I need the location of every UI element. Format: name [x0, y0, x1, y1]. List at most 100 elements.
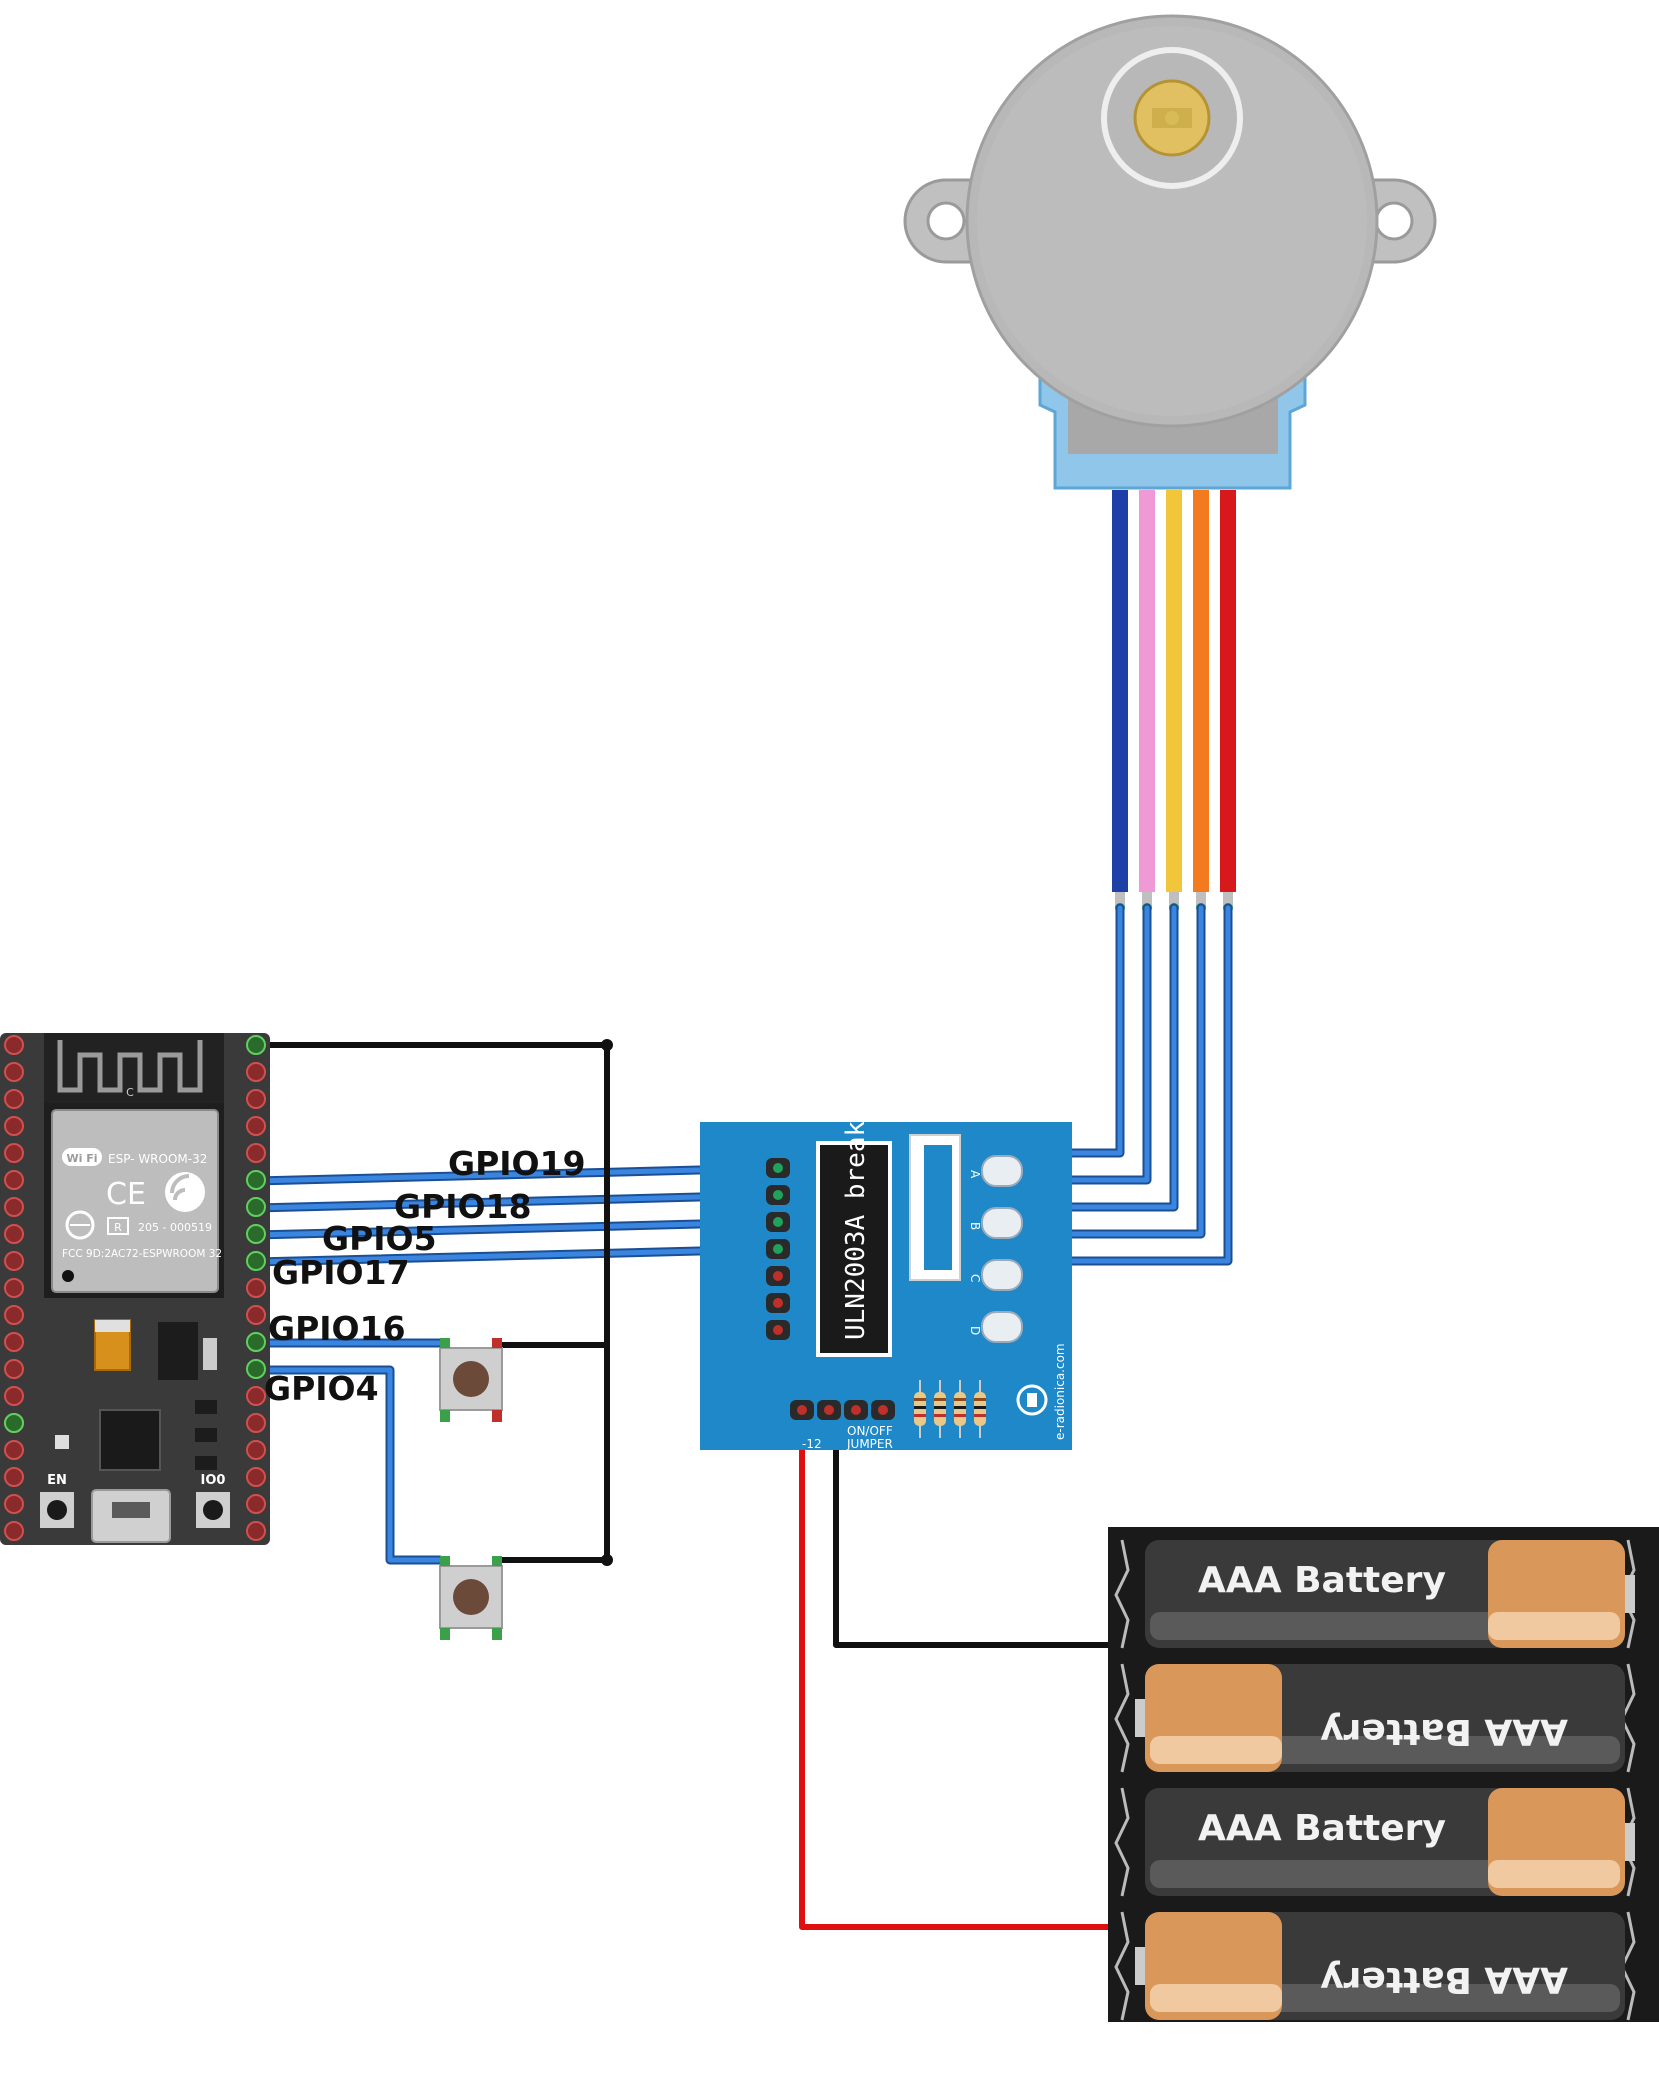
r-mark: R	[114, 1221, 122, 1234]
esp-pin-right	[246, 1089, 266, 1109]
esp-pin-right	[246, 1197, 266, 1217]
resistor-band	[934, 1414, 946, 1417]
esp-pin-left	[4, 1062, 24, 1082]
brand-logo-icon	[1016, 1384, 1048, 1416]
spring-contact	[1114, 1911, 1130, 2021]
gpio-labels: GPIO19 GPIO18 GPIO5 GPIO17 GPIO16 GPIO4	[264, 1144, 586, 1408]
esp-pin-left	[4, 1494, 24, 1514]
esp-pin-left	[4, 1224, 24, 1244]
esp-pin-left	[4, 1116, 24, 1136]
esp-pin-left	[4, 1386, 24, 1406]
esp-pin-right	[246, 1062, 266, 1082]
esp-pin-left	[4, 1170, 24, 1190]
header-pin-terminal	[773, 1163, 783, 1173]
esp-pin-right	[246, 1251, 266, 1271]
header-pin-terminal	[773, 1190, 783, 1200]
io0-label: IO0	[201, 1473, 226, 1488]
esp-pin-right	[246, 1359, 266, 1379]
power-wire	[799, 1418, 1110, 1930]
esp-pin-left-active	[4, 1413, 24, 1433]
battery-label: AAA Battery	[1198, 1808, 1446, 1849]
gpio19-label: GPIO19	[448, 1144, 586, 1183]
resistor-band	[914, 1398, 926, 1401]
esp-pin-right	[246, 1035, 266, 1055]
esp-pin-right	[246, 1278, 266, 1298]
esp-pin-left	[4, 1035, 24, 1055]
cert-number: 205 - 000519	[138, 1221, 212, 1234]
spring-contact	[1114, 1539, 1130, 1649]
led	[981, 1155, 1023, 1187]
esp-pin-right	[246, 1305, 266, 1325]
esp-pin-left	[4, 1467, 24, 1487]
battery-terminal	[1625, 1823, 1635, 1861]
esp-pin-left	[4, 1197, 24, 1217]
gpio17-label: GPIO17	[272, 1253, 410, 1292]
broadcast-icon	[165, 1172, 205, 1212]
esp-pin-right	[246, 1170, 266, 1190]
push-button-1	[439, 1338, 503, 1422]
esp-pin-left	[4, 1440, 24, 1460]
led	[981, 1259, 1023, 1291]
resistor-band	[954, 1414, 966, 1417]
motor-lead	[1112, 490, 1128, 892]
battery-cap-highlight	[1488, 1612, 1620, 1640]
battery-cell: AAA Battery	[1114, 1911, 1636, 2021]
battery-terminal	[1135, 1947, 1145, 1985]
stepper-motor	[903, 14, 1437, 490]
esp-pin-right	[246, 1143, 266, 1163]
battery-cap-highlight	[1150, 1984, 1282, 2012]
chip-label: ULN2003A break	[841, 1121, 871, 1340]
spring-contact	[1114, 1787, 1130, 1897]
esp-pin-right	[246, 1413, 266, 1433]
power-label: -12	[802, 1437, 822, 1451]
gpio18-label: GPIO18	[394, 1187, 532, 1226]
header-pin-terminal	[773, 1244, 783, 1254]
gpio4-label: GPIO4	[264, 1369, 379, 1408]
resistor-band	[974, 1414, 986, 1417]
esp-pin-left	[4, 1359, 24, 1379]
push-button-2	[439, 1556, 503, 1640]
motor-lead	[1139, 490, 1155, 892]
esp32-board: C Wi Fi ESP- WROOM-32 CE R 205 - 000519 …	[0, 1033, 270, 1545]
battery-cap-highlight	[1488, 1860, 1620, 1888]
lead-pin	[1169, 892, 1179, 908]
battery-cell: AAA Battery	[1114, 1787, 1636, 1897]
esp-pin-right	[246, 1224, 266, 1244]
esp-pin-left	[4, 1143, 24, 1163]
ce-mark: CE	[106, 1177, 146, 1212]
esp-pin-right	[246, 1440, 266, 1460]
battery-label: AAA Battery	[1320, 1711, 1568, 1752]
esp-pin-left	[4, 1521, 24, 1541]
battery-terminal	[1625, 1575, 1635, 1613]
motor-leads	[1112, 490, 1236, 913]
lead-pin	[1142, 892, 1152, 908]
jumper-label-1: ON/OFF	[847, 1424, 893, 1438]
power-pin-terminal	[851, 1405, 861, 1415]
battery-cell: AAA Battery	[1114, 1663, 1636, 1773]
esp-pin-left	[4, 1278, 24, 1298]
power-pin-terminal	[878, 1405, 888, 1415]
header-pin-terminal	[773, 1271, 783, 1281]
resistor-band	[954, 1398, 966, 1401]
led-label: C	[968, 1274, 982, 1282]
resistor-band	[934, 1398, 946, 1401]
resistor-band	[914, 1406, 926, 1409]
esp-pin-left	[4, 1089, 24, 1109]
resistor-band	[974, 1406, 986, 1409]
esp-pin-right	[246, 1521, 266, 1541]
battery-cap-highlight	[1150, 1736, 1282, 1764]
led	[981, 1207, 1023, 1239]
led	[981, 1311, 1023, 1343]
header-pin-terminal	[773, 1217, 783, 1227]
battery-terminal	[1135, 1699, 1145, 1737]
recycle-icon	[65, 1210, 95, 1240]
esp-pin-left	[4, 1305, 24, 1325]
led-label: A	[968, 1170, 982, 1179]
battery-cell: AAA Battery	[1114, 1539, 1636, 1649]
led-label: D	[968, 1326, 982, 1335]
esp-pin-left	[4, 1332, 24, 1352]
lead-pin	[1196, 892, 1206, 908]
